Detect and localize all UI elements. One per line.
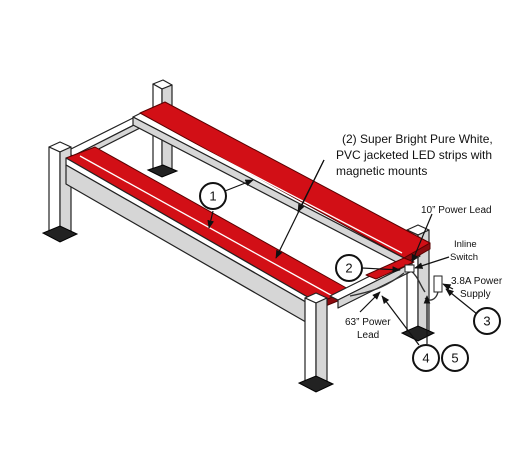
wiring — [349, 264, 443, 301]
power-lead-63-line-1: 63” Power — [345, 317, 391, 328]
label-power-lead-63: 63” Power Lead — [345, 317, 391, 341]
callout-3: 3 — [473, 307, 501, 335]
callout-3-number: 3 — [483, 314, 490, 329]
callout-2: 2 — [335, 254, 363, 282]
callout-1-number: 1 — [209, 189, 216, 204]
far-runway — [132, 101, 431, 267]
label-led-strips: (2) Super Bright Pure White, PVC jackete… — [336, 132, 493, 178]
power-supply-line-2: Supply — [460, 289, 491, 300]
led-strips-line-1: (2) Super Bright Pure White, — [342, 132, 493, 146]
callout-4-number: 4 — [422, 351, 429, 366]
front-right-post — [297, 292, 335, 393]
led-strips-line-2: PVC jacketed LED strips with — [336, 148, 492, 162]
led-strip-near — [65, 146, 351, 304]
callout-5-number: 5 — [451, 351, 458, 366]
inline-switch-line-2: Switch — [450, 252, 478, 263]
callout-2-number: 2 — [345, 261, 352, 276]
label-power-supply: 3.8A Power Supply — [451, 276, 503, 300]
power-lead-63-line-2: Lead — [357, 330, 379, 341]
leader-lines — [207, 159, 478, 346]
led-strips-line-3: magnetic mounts — [336, 164, 427, 178]
label-power-lead-10: 10” Power Lead — [421, 205, 492, 216]
power-supply — [433, 275, 443, 293]
power-supply-line-1: 3.8A Power — [451, 276, 503, 287]
callout-1: 1 — [199, 182, 227, 210]
inline-switch — [404, 264, 415, 273]
callout-5: 5 — [441, 344, 469, 372]
inline-switch-line-1: Inline — [454, 239, 477, 250]
label-inline-switch: Inline Switch — [450, 239, 478, 263]
callout-4: 4 — [412, 344, 440, 372]
